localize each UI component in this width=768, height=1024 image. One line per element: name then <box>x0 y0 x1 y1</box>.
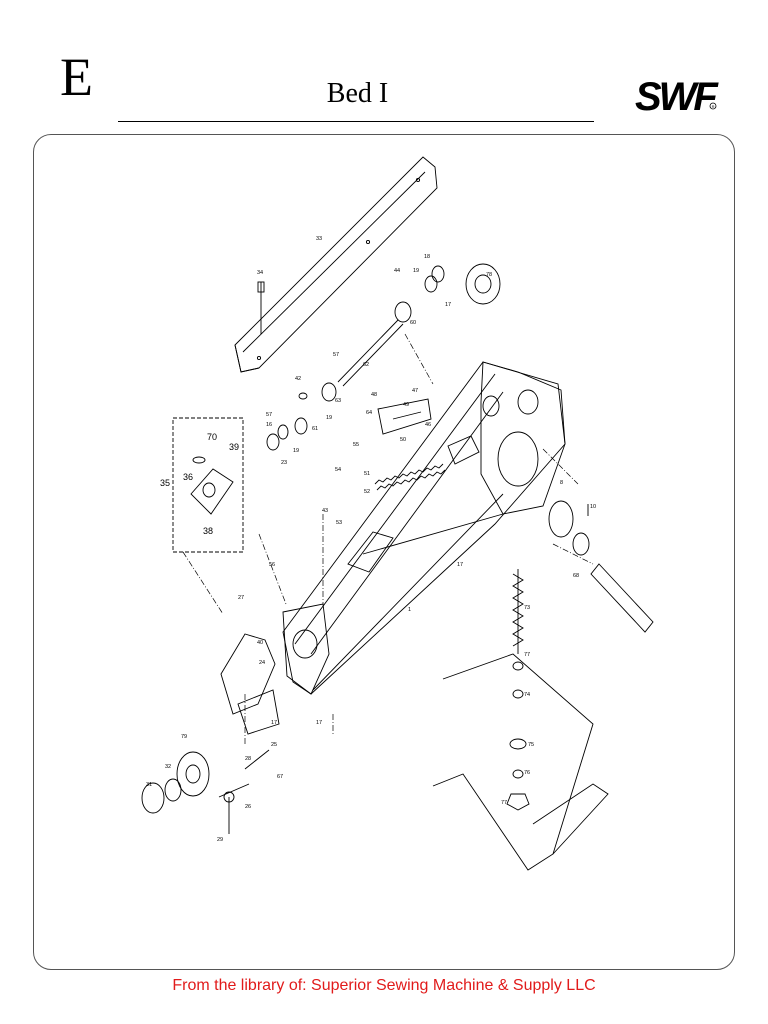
upper-shaft-assembly <box>266 263 501 451</box>
part-label: 42 <box>295 376 301 382</box>
part-label: 47 <box>412 388 418 394</box>
part-label: 51 <box>364 471 370 477</box>
part-label: 54 <box>335 467 341 473</box>
part-label: 36 <box>183 472 193 482</box>
lower-stand <box>432 569 609 871</box>
part-label: 34 <box>257 270 263 276</box>
part-label: 76 <box>524 770 530 776</box>
top-cover-plate <box>234 156 438 373</box>
bracket-47 <box>377 398 432 435</box>
swf-logo-text: SWF <box>635 75 719 119</box>
svg-text:R: R <box>712 104 715 109</box>
exploded-parts-diagram: 33 34 44 18 19 78 17 60 57 62 42 47 49 6… <box>141 156 654 871</box>
title-rule <box>118 121 594 122</box>
part-label: 64 <box>366 410 372 416</box>
part-label: 28 <box>245 756 251 762</box>
part-label: 25 <box>271 742 277 748</box>
part-label: 68 <box>573 573 579 579</box>
part-label: 35 <box>160 478 170 488</box>
part-label: 79 <box>181 734 187 740</box>
part-label: 74 <box>524 692 530 698</box>
part-label: 53 <box>336 520 342 526</box>
part-label: 70 <box>207 432 217 442</box>
part-label: 77 <box>501 800 507 806</box>
part-label: 43 <box>322 508 328 514</box>
part-label: 61 <box>312 426 318 432</box>
part-label: 55 <box>353 442 359 448</box>
swf-logo: SWF R <box>635 75 719 119</box>
part-label: 17 <box>316 720 322 726</box>
part-label: 18 <box>424 254 430 260</box>
screw-34 <box>257 281 265 334</box>
part-label: 33 <box>316 236 322 242</box>
part-label: 17 <box>457 562 463 568</box>
part-label: 57 <box>333 352 339 358</box>
part-label: 8 <box>560 480 563 486</box>
part-label: 27 <box>238 595 244 601</box>
part-label: 73 <box>524 605 530 611</box>
bed-body <box>282 361 566 695</box>
leader-lines <box>182 333 594 744</box>
part-label: 49 <box>403 402 409 408</box>
part-label: 52 <box>364 489 370 495</box>
diagram-frame <box>33 134 735 970</box>
part-label: 50 <box>400 437 406 443</box>
page-title: Bed I <box>326 78 389 109</box>
part-label: 62 <box>363 362 369 368</box>
part-label: 38 <box>203 526 213 536</box>
footer-library-note: From the library of: Superior Sewing Mac… <box>172 977 596 994</box>
part-label: 60 <box>410 320 416 326</box>
part-label: 75 <box>528 742 534 748</box>
part-label: 19 <box>293 448 299 454</box>
part-label: 63 <box>335 398 341 404</box>
right-shaft-assembly <box>548 500 654 633</box>
throat-plate-36 <box>190 456 234 515</box>
hook-assembly <box>141 751 210 814</box>
spring-46 <box>374 463 446 491</box>
part-label: 31 <box>146 782 152 788</box>
part-label: 46 <box>425 422 431 428</box>
part-label: 78 <box>486 272 492 278</box>
part-label: 56 <box>269 562 275 568</box>
part-label: 19 <box>326 415 332 421</box>
part-label: 10 <box>590 504 596 510</box>
part-label: 26 <box>245 804 251 810</box>
part-labels: 33 34 44 18 19 78 17 60 57 62 42 47 49 6… <box>146 236 596 843</box>
part-label: 16 <box>266 422 272 428</box>
part-label: 24 <box>259 660 265 666</box>
part-label: 29 <box>217 837 223 843</box>
part-label: 17 <box>271 720 277 726</box>
lower-mechanism <box>218 633 280 834</box>
part-label: 44 <box>394 268 400 274</box>
part-label: 1 <box>408 607 411 613</box>
part-label: 57 <box>266 412 272 418</box>
part-label: 67 <box>277 774 283 780</box>
part-label: 77 <box>524 652 530 658</box>
part-label: 17 <box>445 302 451 308</box>
section-letter: E <box>60 47 93 107</box>
part-label: 40 <box>257 640 263 646</box>
part-label: 19 <box>413 268 419 274</box>
part-label: 39 <box>229 442 239 452</box>
part-label: 23 <box>281 460 287 466</box>
part-label: 48 <box>371 392 377 398</box>
part-label: 32 <box>165 764 171 770</box>
